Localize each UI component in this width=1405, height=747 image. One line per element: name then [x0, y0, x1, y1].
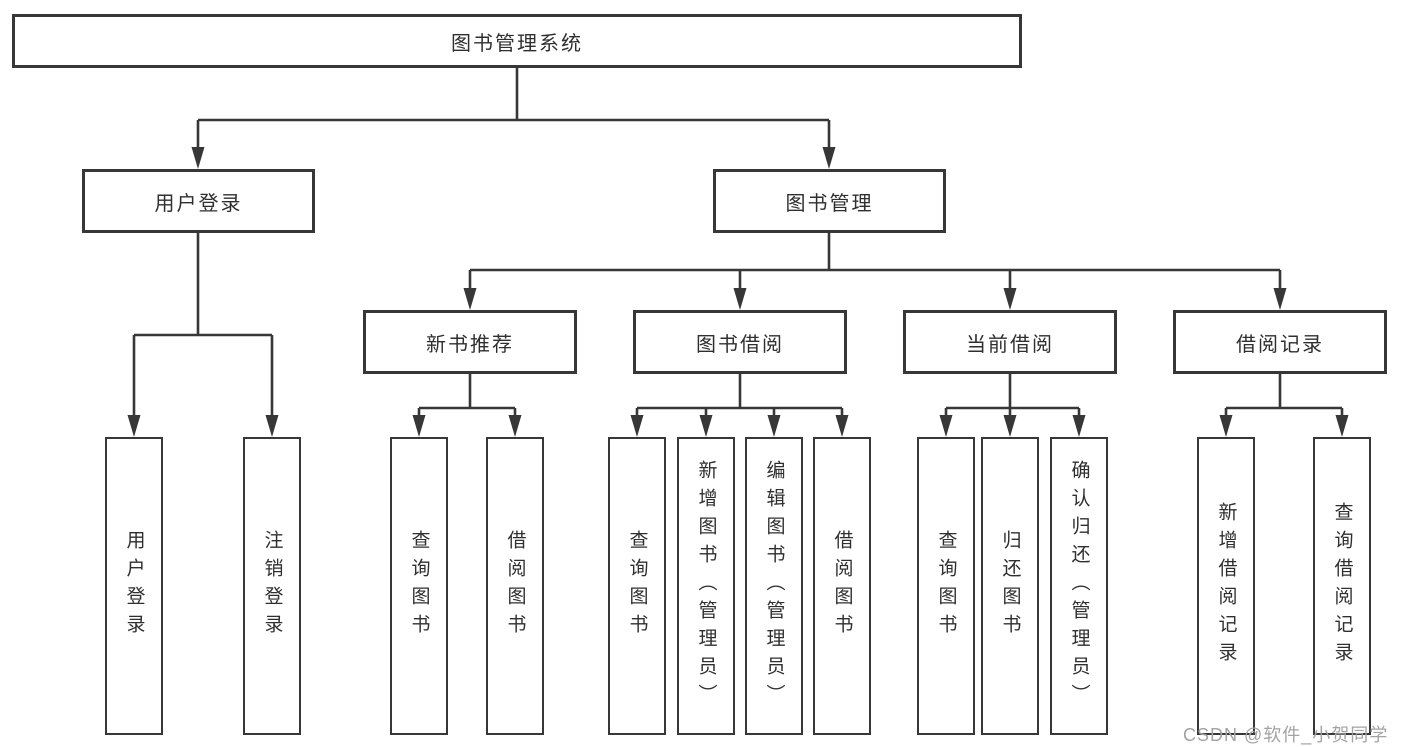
arrow-icon — [1335, 415, 1349, 437]
arrow-icon — [191, 147, 205, 169]
arrow-icon — [1003, 288, 1017, 310]
node-user-login: 用户登录 — [82, 169, 315, 233]
node-borrow-records: 借阅记录 — [1173, 310, 1387, 374]
arrow-icon — [939, 415, 953, 437]
arrow-icon — [127, 415, 141, 437]
arrow-icon — [412, 415, 426, 437]
node-leaf-edit-books-admin: 编辑图书（管理员） — [745, 437, 803, 735]
connector-current-borrow-branch — [944, 374, 1081, 418]
arrow-icon — [699, 415, 713, 437]
leaf-label: 用户登录 — [123, 530, 145, 642]
node-leaf-add-borrow-record: 新增借阅记录 — [1197, 437, 1255, 735]
node-leaf-query-books-recommend: 查询图书 — [390, 437, 448, 735]
connector-user-login-branch — [132, 233, 274, 418]
leaf-label: 编辑图书（管理员） — [763, 460, 785, 712]
node-leaf-add-books-admin: 新增图书（管理员） — [677, 437, 735, 735]
leaf-label: 借阅图书 — [504, 530, 526, 642]
connector-borrow-records-branch — [1224, 374, 1344, 418]
leaf-label: 新增图书（管理员） — [695, 460, 717, 712]
arrow-icon — [463, 288, 477, 310]
node-book-management-label: 图书管理 — [785, 192, 874, 215]
node-leaf-query-books-current: 查询图书 — [917, 437, 975, 735]
node-book-borrow: 图书借阅 — [633, 310, 847, 374]
arrow-icon — [1003, 415, 1017, 437]
arrow-icon — [822, 147, 836, 169]
arrow-icon — [1219, 415, 1233, 437]
node-leaf-return-books: 归还图书 — [981, 437, 1039, 735]
connector-new-book-branch — [417, 374, 517, 418]
arrow-icon — [767, 415, 781, 437]
node-leaf-borrow-books-recommend: 借阅图书 — [486, 437, 544, 735]
node-leaf-query-borrow-record: 查询借阅记录 — [1313, 437, 1371, 735]
watermark: CSDN @软件_小贺同学 — [1183, 725, 1389, 745]
leaf-label: 归还图书 — [999, 530, 1021, 642]
node-current-borrow: 当前借阅 — [903, 310, 1117, 374]
node-leaf-user-login: 用户登录 — [105, 437, 163, 735]
node-new-book-recommend: 新书推荐 — [363, 310, 577, 374]
node-leaf-query-books-borrow: 查询图书 — [608, 437, 666, 735]
node-current-borrow-label: 当前借阅 — [966, 333, 1054, 356]
connector-root-to-level2 — [196, 68, 831, 150]
leaf-label: 新增借阅记录 — [1215, 502, 1237, 670]
node-leaf-confirm-return-admin: 确认归还（管理员） — [1050, 437, 1108, 735]
node-new-book-recommend-label: 新书推荐 — [426, 333, 514, 356]
arrow-icon — [508, 415, 522, 437]
arrow-icon — [835, 415, 849, 437]
connector-book-borrow-branch — [635, 374, 844, 418]
node-book-borrow-label: 图书借阅 — [696, 333, 784, 356]
node-borrow-records-label: 借阅记录 — [1236, 333, 1324, 356]
leaf-label: 查询图书 — [935, 530, 957, 642]
leaf-label: 注销登录 — [261, 530, 283, 642]
node-leaf-logout: 注销登录 — [243, 437, 301, 735]
leaf-label: 借阅图书 — [831, 530, 853, 642]
arrow-icon — [265, 415, 279, 437]
node-book-management: 图书管理 — [713, 169, 946, 233]
node-root-label: 图书管理系统 — [451, 32, 583, 55]
node-root: 图书管理系统 — [12, 14, 1022, 68]
arrow-icon — [733, 288, 747, 310]
arrow-icon — [1072, 415, 1086, 437]
connector-book-management-branch — [468, 233, 1282, 291]
arrow-icon — [630, 415, 644, 437]
node-leaf-borrow-books: 借阅图书 — [813, 437, 871, 735]
leaf-label: 确认归还（管理员） — [1068, 460, 1090, 712]
arrow-icon — [1273, 288, 1287, 310]
leaf-label: 查询图书 — [626, 530, 648, 642]
node-user-login-label: 用户登录 — [154, 192, 243, 215]
leaf-label: 查询借阅记录 — [1331, 502, 1353, 670]
leaf-label: 查询图书 — [408, 530, 430, 642]
